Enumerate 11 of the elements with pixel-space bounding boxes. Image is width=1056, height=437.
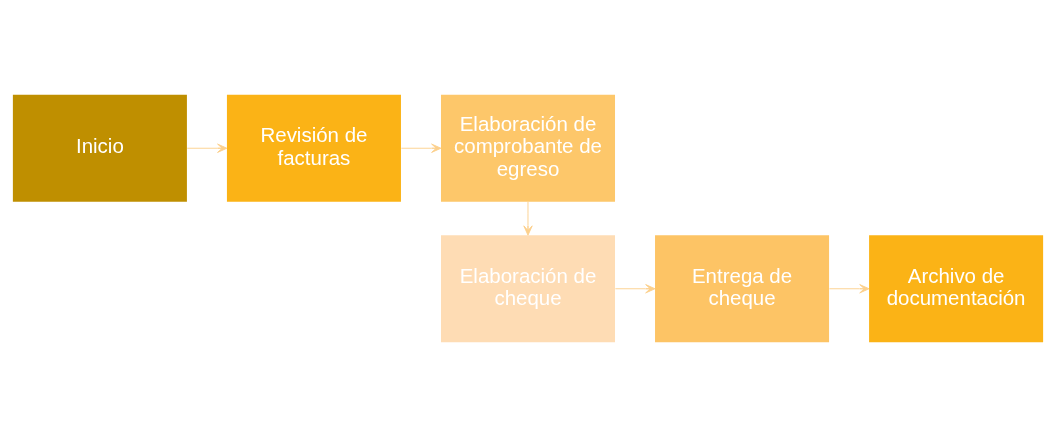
node-box: Archivo de documentación [869, 235, 1044, 343]
node-box: Entrega de cheque [655, 235, 830, 343]
node-box: Elaboración de comprobante de egreso [441, 94, 615, 202]
arrow [186, 143, 228, 153]
node-box: Revisión de facturas [226, 94, 401, 202]
node-box: Elaboración de cheque [441, 235, 615, 343]
node-box: Inicio [12, 94, 187, 202]
arrow [828, 284, 870, 294]
arrow [614, 284, 656, 294]
arrow [523, 201, 533, 236]
arrow [400, 143, 442, 153]
